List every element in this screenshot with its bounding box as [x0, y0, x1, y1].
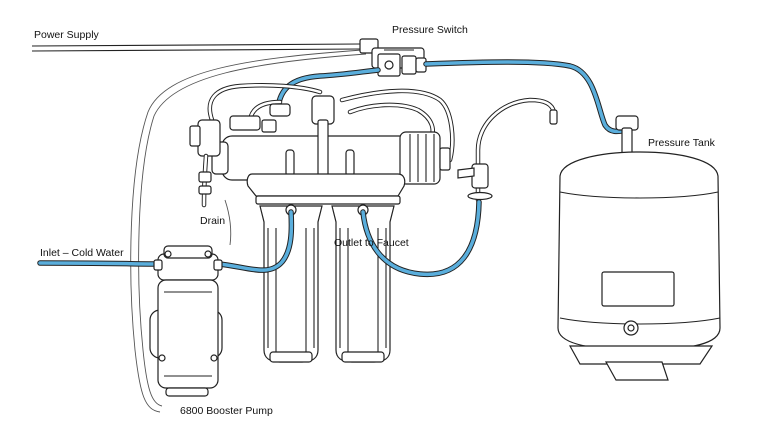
power-supply-cable	[31, 43, 367, 413]
mounting-bracket	[246, 173, 406, 205]
tank-water-line	[275, 59, 629, 135]
filter-housing-right	[331, 204, 395, 363]
label-pressure-switch: Pressure Switch	[392, 24, 468, 36]
drain-line	[198, 153, 232, 246]
label-inlet-cold-water: Inlet – Cold Water	[40, 247, 124, 259]
label-booster-pump: 6800 Booster Pump	[180, 405, 273, 417]
water-lines	[37, 199, 482, 278]
faucet	[457, 97, 558, 203]
filter-housing-left	[259, 204, 323, 363]
label-pressure-tank: Pressure Tank	[648, 137, 716, 149]
pressure-tank	[557, 115, 721, 381]
label-drain: Drain	[200, 215, 225, 227]
booster-pump	[149, 245, 223, 397]
label-power-supply: Power Supply	[34, 29, 100, 41]
label-outlet-to-faucet: Outlet to Faucet	[334, 237, 409, 249]
top-fittings	[189, 95, 335, 177]
pressure-switch	[359, 38, 427, 77]
